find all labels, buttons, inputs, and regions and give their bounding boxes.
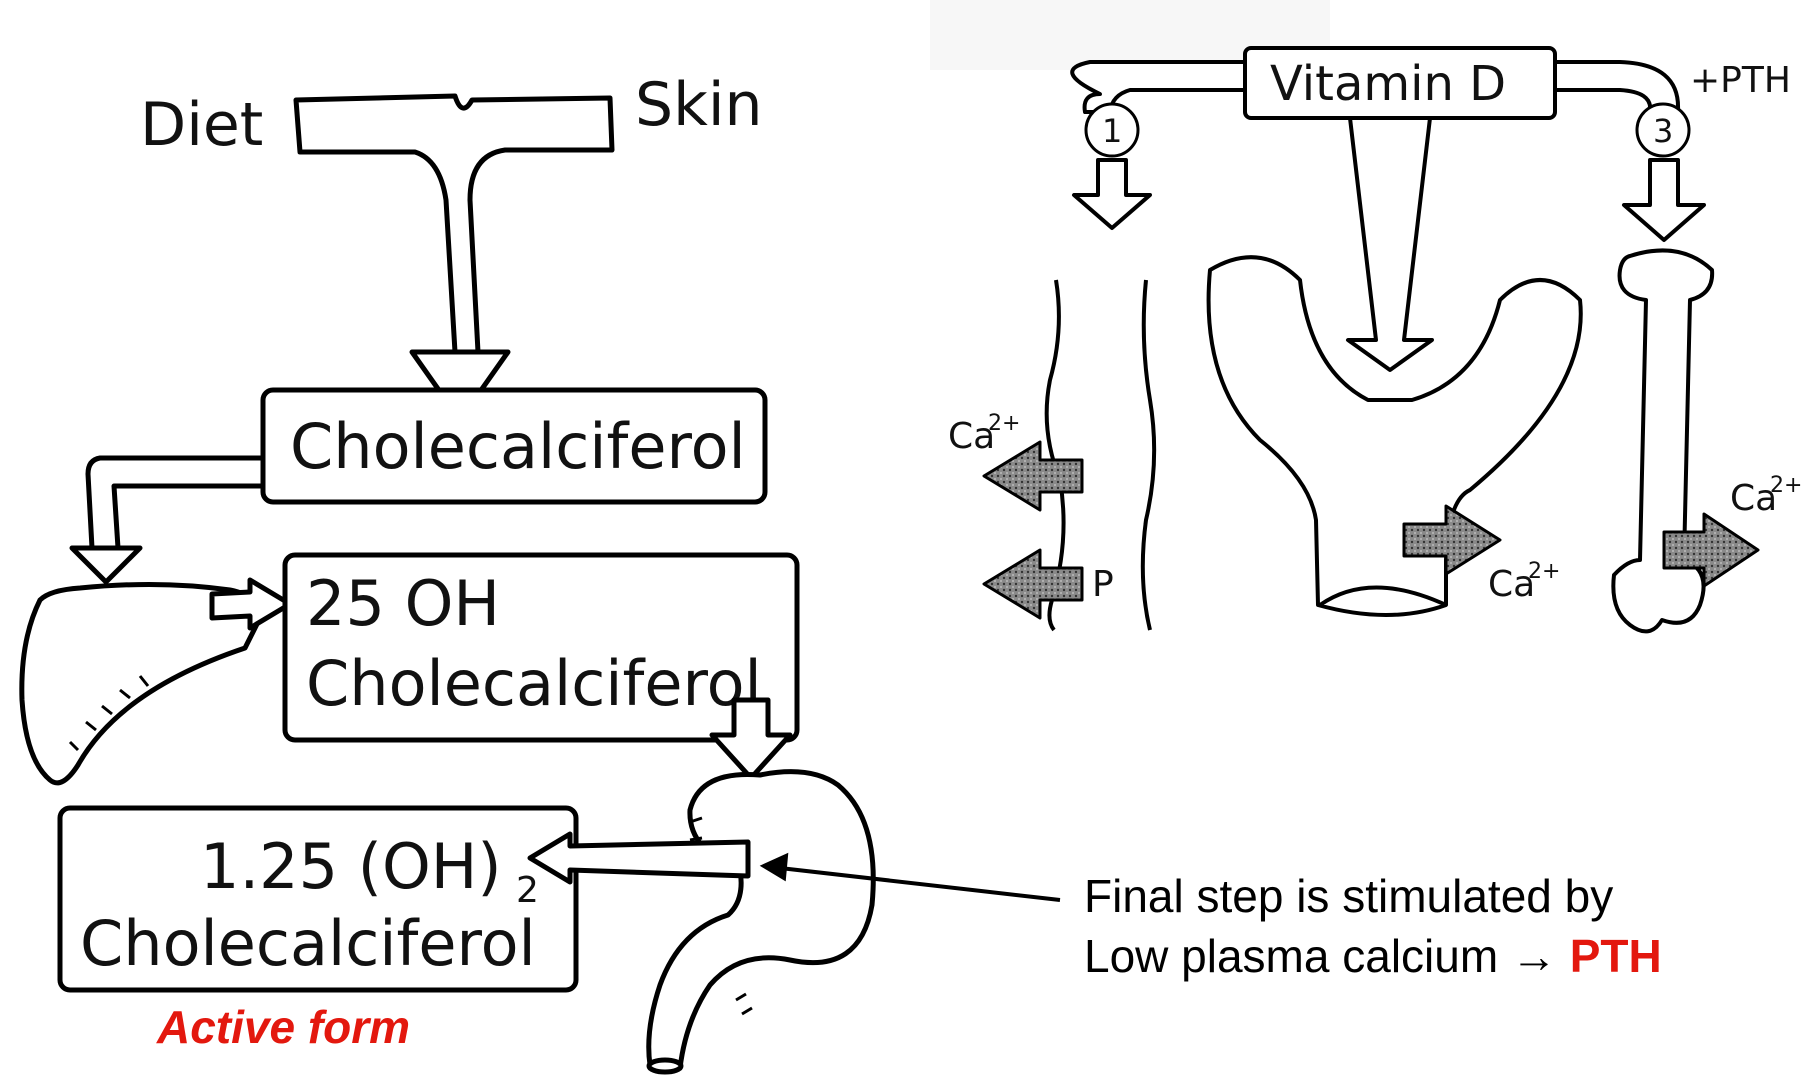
gut-ca-arrow-icon xyxy=(982,440,1084,512)
kidney-shape xyxy=(646,769,876,1075)
125oh2-line2: Cholecalciferol xyxy=(80,907,536,980)
25oh-line2: Cholecalciferol xyxy=(306,647,762,720)
note-line-1: Final step is stimulated by xyxy=(1084,870,1614,922)
right-arrow-icon xyxy=(209,577,293,631)
note-line-2: Low plasma calcium → PTH xyxy=(1084,928,1662,986)
gut-ca-label: Ca xyxy=(948,416,995,457)
cholecalciferol-label: Cholecalciferol xyxy=(290,410,746,483)
left-arrow-icon xyxy=(527,831,751,885)
p-label: P xyxy=(1092,564,1114,605)
pth-tag: +PTH xyxy=(1690,60,1791,101)
diet-skin-inlet xyxy=(293,93,615,355)
bent-arrow-icon xyxy=(69,455,266,585)
diet-label: Diet xyxy=(140,90,263,160)
note-line-2-prefix: Low plasma calcium → xyxy=(1084,930,1570,982)
125oh2-line1: 1.25 (OH) xyxy=(200,830,502,903)
step-1-arrow-icon xyxy=(1072,158,1152,230)
vitamin-d-label: Vitamin D xyxy=(1270,56,1506,112)
tubule-ca-charge: 2+ xyxy=(1528,559,1560,584)
step-3-label: 3 xyxy=(1653,112,1673,150)
skin-label: Skin xyxy=(635,70,763,140)
ca-out-arrows xyxy=(982,440,1760,620)
bone-ca-label: Ca xyxy=(1730,478,1777,519)
down-arrow-icon xyxy=(409,349,511,423)
bone-ca-charge: 2+ xyxy=(1770,473,1802,498)
note-pth: PTH xyxy=(1569,930,1662,982)
active-form-label: Active form xyxy=(157,1001,411,1053)
tubule-shape xyxy=(1206,255,1583,617)
tubule-ca-label: Ca xyxy=(1488,564,1535,605)
gut-p-arrow-icon xyxy=(982,548,1084,620)
down-arrow-kidney-icon xyxy=(709,697,793,781)
step-1-label: 1 xyxy=(1102,112,1122,150)
25oh-line1: 25 OH xyxy=(306,567,500,640)
bone-ca-arrow-icon xyxy=(1662,512,1760,588)
step-3-arrow-icon xyxy=(1622,158,1706,242)
cholecalciferol-box xyxy=(260,387,768,505)
liver-shape xyxy=(19,581,263,786)
bone-shape xyxy=(1611,248,1715,634)
gut-ca-charge: 2+ xyxy=(988,411,1020,436)
125oh2-subscript: 2 xyxy=(516,870,539,911)
25oh-box xyxy=(282,552,800,743)
pointer-arrow xyxy=(759,852,1061,902)
125oh2-box xyxy=(57,805,579,993)
tubule-ca-arrow-icon xyxy=(1402,504,1502,576)
